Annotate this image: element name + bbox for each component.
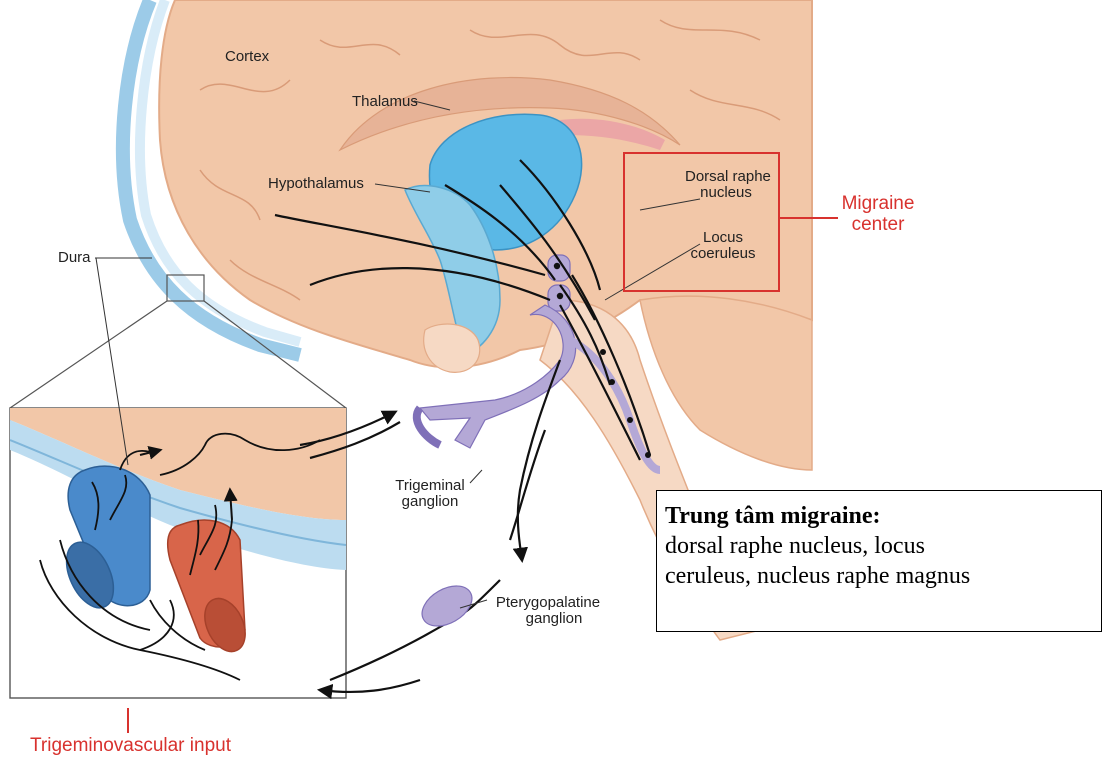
trigeminal-ganglion-label: Trigeminal ganglion bbox=[390, 478, 470, 510]
cortex-label: Cortex bbox=[225, 49, 269, 65]
hypothalamus-label: Hypothalamus bbox=[268, 176, 364, 192]
ganglion-to-inset bbox=[330, 580, 500, 680]
zoom-line-left bbox=[10, 301, 167, 408]
thalamus-label: Thalamus bbox=[352, 94, 418, 110]
note-line2: ceruleus, nucleus raphe magnus bbox=[665, 561, 1101, 591]
trigeminal-line1: Trigeminal bbox=[390, 478, 470, 494]
note-line1: dorsal raphe nucleus, locus bbox=[665, 531, 1101, 561]
migraine-line2: center bbox=[838, 215, 918, 236]
locus-line2: coeruleus bbox=[683, 246, 763, 262]
pterygo-line2: ganglion bbox=[494, 611, 614, 627]
migraine-center-label: Migraine center bbox=[838, 194, 918, 236]
migraine-line1: Migraine bbox=[838, 194, 918, 215]
note-box: Trung tâm migraine: dorsal raphe nucleus… bbox=[656, 490, 1102, 632]
dorsal-raphe-line1: Dorsal raphe bbox=[685, 169, 765, 185]
pterygopalatine-ganglion-shape bbox=[415, 578, 479, 634]
pterygo-line1: Pterygopalatine bbox=[488, 595, 608, 611]
descending-pathway-2 bbox=[510, 430, 545, 540]
pterygopalatine-ganglion-label: Pterygopalatine ganglion bbox=[488, 595, 608, 627]
note-title: Trung tâm migraine: bbox=[665, 501, 1101, 531]
locus-line1: Locus bbox=[683, 230, 763, 246]
trigeminal-line2: ganglion bbox=[390, 494, 470, 510]
trigeminovascular-label: Trigeminovascular input bbox=[30, 736, 231, 757]
locus-coeruleus-label: Locus coeruleus bbox=[690, 230, 770, 262]
dorsal-raphe-line2: nucleus bbox=[686, 185, 766, 201]
dorsal-raphe-label: Dorsal raphe nucleus bbox=[700, 169, 780, 201]
dura-label: Dura bbox=[58, 250, 91, 266]
